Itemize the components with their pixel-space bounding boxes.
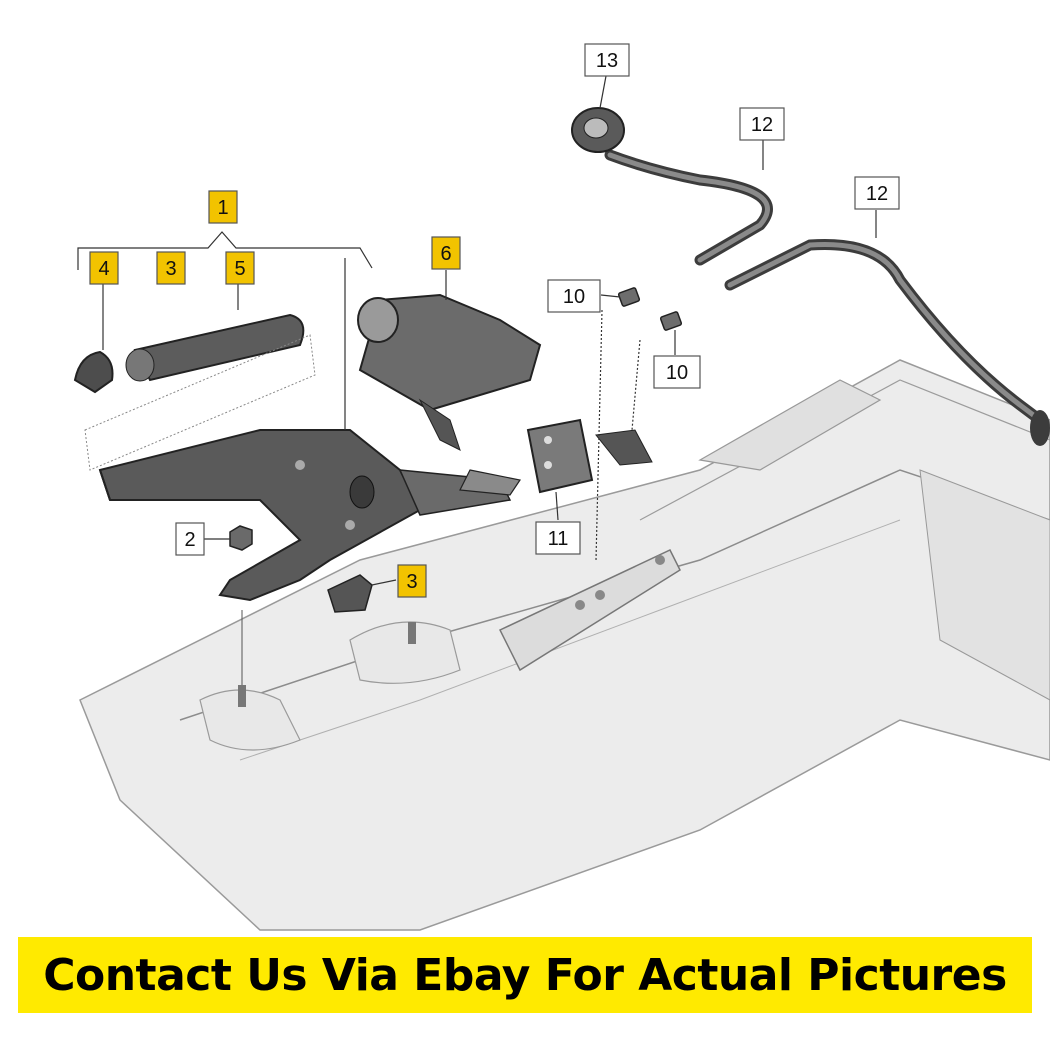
handbrake-lever bbox=[98, 429, 521, 602]
callout-label: 10 bbox=[563, 286, 585, 308]
banner-text: Contact Us Via Ebay For Actual Pictures bbox=[43, 949, 1007, 1001]
callout-11: 11 bbox=[535, 521, 581, 555]
mounting-studs bbox=[238, 610, 416, 707]
callout-label: 3 bbox=[165, 258, 176, 280]
mounting-bracket bbox=[498, 549, 681, 672]
bolt-upper bbox=[617, 287, 641, 307]
hex-nut bbox=[229, 525, 253, 551]
callout-label: 11 bbox=[548, 528, 569, 550]
contact-banner: Contact Us Via Ebay For Actual Pictures bbox=[18, 937, 1032, 1013]
brake-cable-left bbox=[604, 149, 773, 266]
callout-5: 5 bbox=[225, 251, 255, 285]
callout-12-left: 12 bbox=[739, 107, 785, 141]
brake-cable-right bbox=[724, 238, 1050, 446]
callout-label: 3 bbox=[406, 571, 417, 593]
callout-1: 1 bbox=[208, 190, 238, 224]
lever-end-cap bbox=[73, 350, 114, 394]
callout-label: 1 bbox=[217, 197, 228, 219]
exploded-parts-diagram: 1 4 3 5 6 2 3 10 10 11 12 12 13 bbox=[73, 43, 1050, 931]
switch bbox=[327, 574, 373, 613]
callout-4: 4 bbox=[89, 251, 119, 285]
callout-6: 6 bbox=[431, 236, 461, 270]
lever-grip-cover bbox=[125, 313, 305, 382]
callout-label: 12 bbox=[751, 114, 773, 136]
bolt-lower bbox=[659, 311, 683, 331]
callout-label: 2 bbox=[184, 529, 195, 551]
callout-label: 13 bbox=[596, 50, 618, 72]
grommet bbox=[571, 107, 625, 153]
callout-3-top: 3 bbox=[156, 251, 186, 285]
callout-2: 2 bbox=[175, 522, 205, 556]
callout-10-lower: 10 bbox=[653, 355, 701, 389]
lever-boot bbox=[357, 293, 542, 451]
callout-label: 6 bbox=[440, 243, 451, 265]
callout-label: 5 bbox=[234, 258, 245, 280]
callout-label: 12 bbox=[866, 183, 888, 205]
callout-3-bottom: 3 bbox=[397, 564, 427, 598]
cable-bracket bbox=[526, 418, 653, 494]
callout-10-upper: 10 bbox=[547, 279, 601, 313]
callout-label: 4 bbox=[98, 258, 109, 280]
leader-lines bbox=[77, 75, 877, 586]
floor-tunnel bbox=[79, 359, 1050, 931]
assembly-outline bbox=[84, 334, 316, 471]
callout-13: 13 bbox=[584, 43, 630, 77]
callout-label: 10 bbox=[666, 362, 688, 384]
callout-12-right: 12 bbox=[854, 176, 900, 210]
